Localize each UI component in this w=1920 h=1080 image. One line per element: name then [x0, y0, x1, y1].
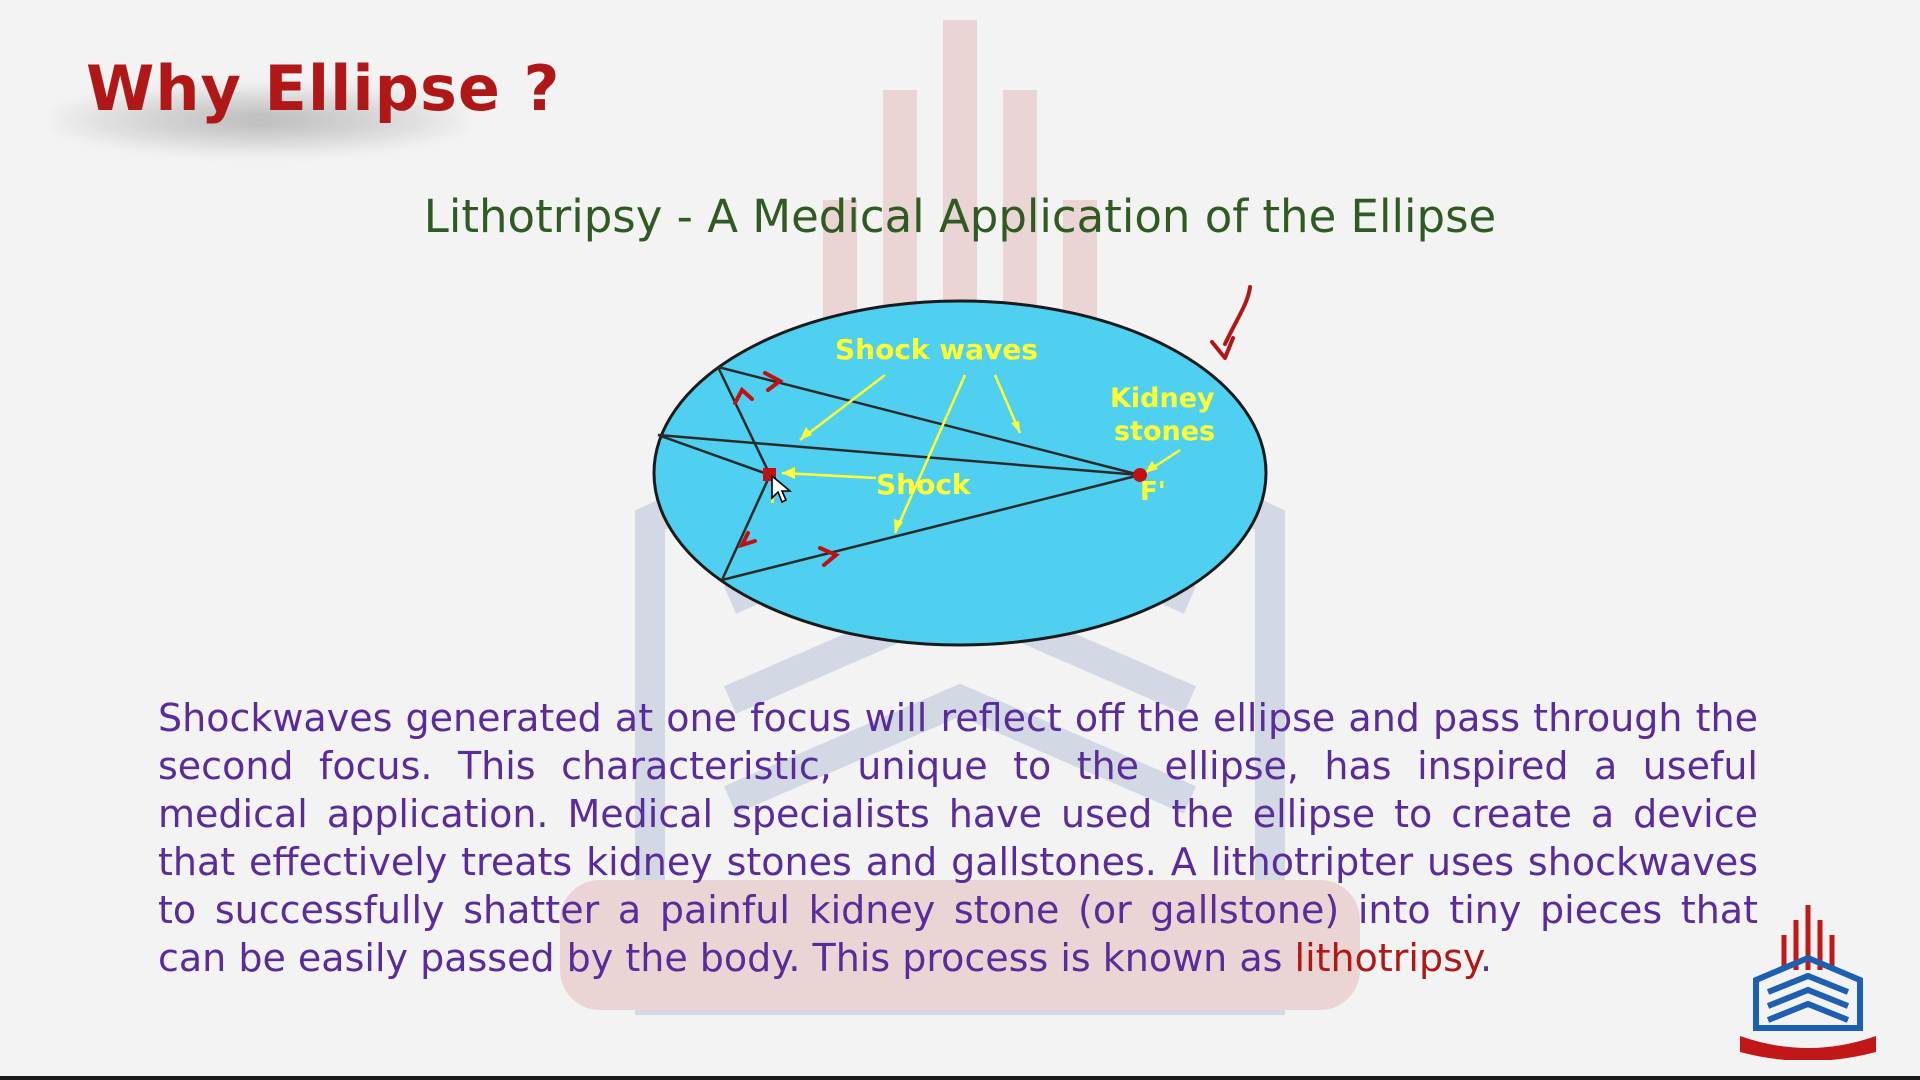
red-arrow-icon	[1210, 285, 1252, 360]
pointer-heads	[782, 421, 1158, 533]
description-paragraph: Shockwaves generated at one focus will r…	[158, 694, 1758, 982]
ellipse-diagram-graphic	[652, 299, 1268, 647]
page-title: Why Ellipse ?	[86, 52, 561, 125]
reflection-lines	[657, 365, 1141, 582]
label-shock: Shock	[876, 468, 971, 501]
label-shock-waves: Shock waves	[835, 333, 1038, 366]
direction-arrows	[733, 371, 840, 567]
focus-f-prime-marker	[1133, 468, 1147, 482]
title-shadow	[50, 85, 470, 155]
label-kidney: Kidney	[1110, 383, 1215, 414]
mouse-pointer-icon	[771, 474, 792, 504]
label-stones: stones	[1114, 416, 1216, 447]
description-main: Shockwaves generated at one focus will r…	[158, 696, 1758, 980]
highlight-lithotripsy: lithotripsy	[1294, 936, 1480, 980]
label-pointers	[770, 374, 1181, 534]
ellipse-diagram: Shock waves Kidney stones Shock F'	[640, 275, 1280, 660]
college-logo	[1740, 905, 1876, 1060]
slide-subtitle: Lithotripsy - A Medical Application of t…	[423, 190, 1497, 243]
description-end: .	[1479, 936, 1493, 980]
bottom-bar	[0, 1076, 1920, 1080]
label-focus-prime: F'	[1140, 477, 1166, 507]
